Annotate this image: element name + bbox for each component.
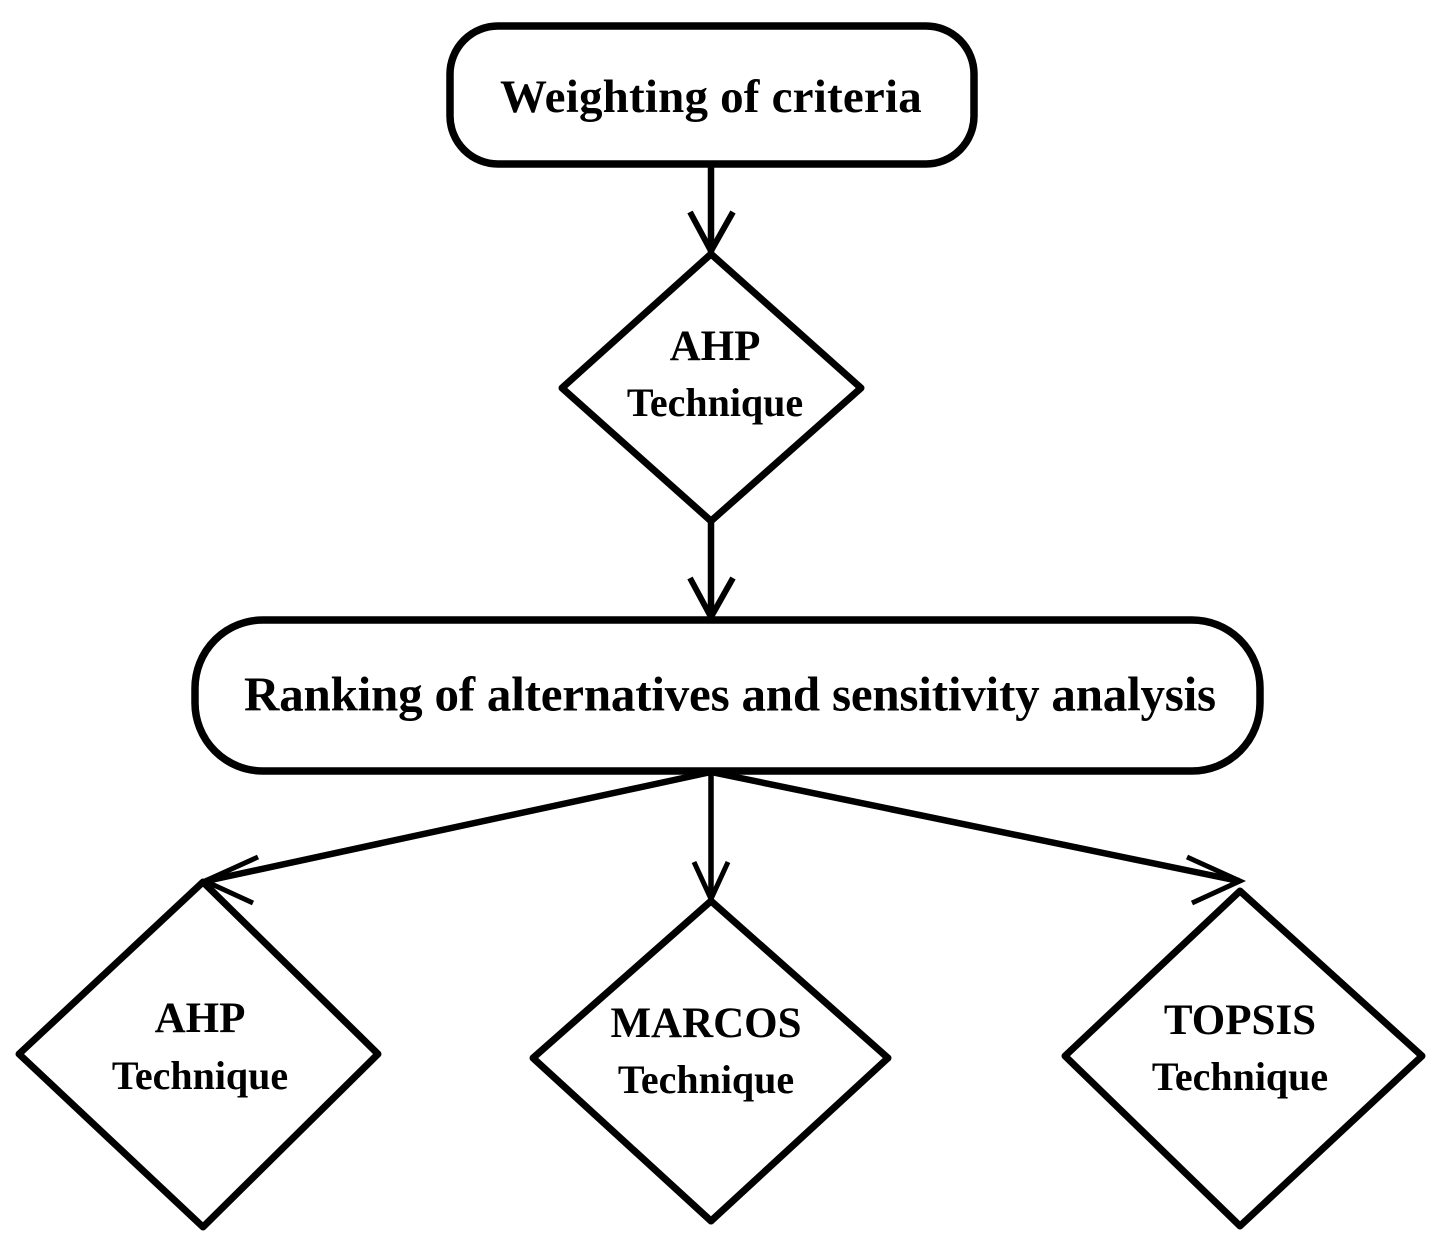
ahp-top-diamond-shape — [558, 250, 865, 525]
node-ranking-of-alternatives[interactable]: Ranking of alternatives and sensitivity … — [191, 616, 1264, 775]
weighting-label: Weighting of criteria — [500, 71, 922, 123]
node-weighting-of-criteria[interactable]: Weighting of criteria — [446, 22, 978, 168]
marcos-diamond-shape — [529, 897, 892, 1225]
node-marcos-technique[interactable]: MARCOS Technique — [529, 897, 892, 1225]
marcos-label-line1: MARCOS — [610, 1000, 801, 1047]
connector-ranking-to-marcos — [691, 772, 731, 905]
node-topsis-technique[interactable]: TOPSIS Technique — [1061, 887, 1426, 1230]
connector-ranking-to-ahp-bottom — [198, 768, 712, 906]
weighting-box-shape — [446, 22, 978, 168]
ahp-top-label-line1: AHP — [670, 323, 761, 370]
ahp-bottom-label-line1: AHP — [155, 995, 246, 1042]
node-ahp-technique-top[interactable]: AHP Technique — [558, 250, 865, 525]
marcos-label-line2: Technique — [618, 1057, 794, 1102]
ahp-bottom-diamond-shape — [15, 878, 382, 1231]
connector-ahp-to-ranking — [687, 521, 736, 624]
connector-ranking-to-topsis — [710, 768, 1247, 906]
ahp-top-label-line2: Technique — [627, 380, 803, 425]
topsis-label-line2: Technique — [1152, 1054, 1328, 1099]
connector-weighting-to-ahp — [687, 164, 736, 258]
ranking-label: Ranking of alternatives and sensitivity … — [244, 666, 1216, 721]
topsis-diamond-shape — [1061, 887, 1426, 1230]
ranking-box-shape — [191, 616, 1264, 775]
topsis-label-line1: TOPSIS — [1164, 997, 1316, 1044]
node-ahp-technique-bottom[interactable]: AHP Technique — [15, 878, 382, 1231]
ahp-bottom-label-line2: Technique — [112, 1053, 288, 1098]
